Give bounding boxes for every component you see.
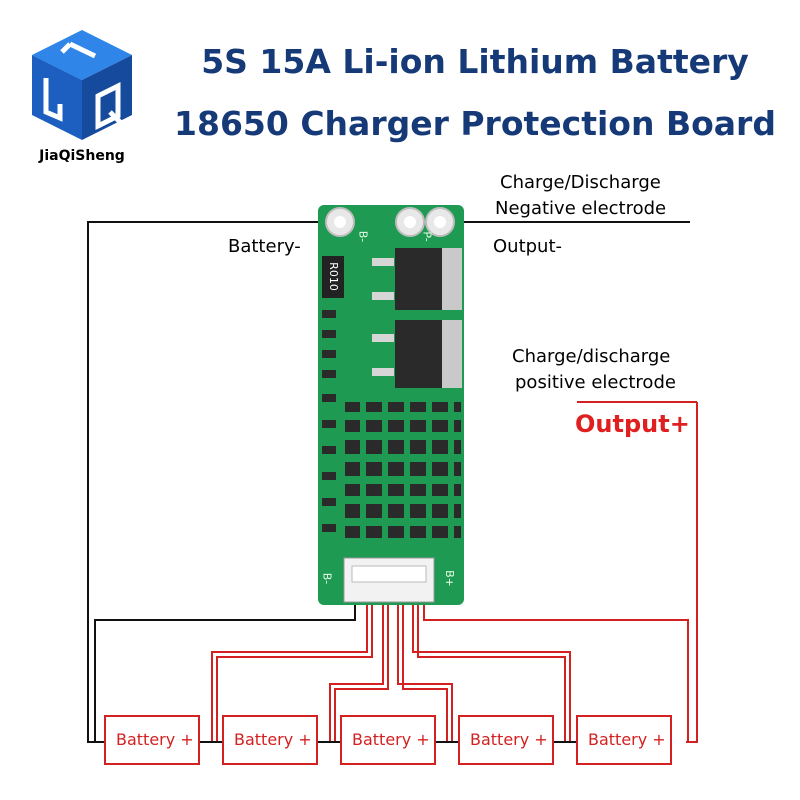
battery-cell-4: Battery +: [458, 715, 554, 765]
page-title-line-1: 5S 15A Li-ion Lithium Battery: [201, 42, 749, 81]
protection-board: [318, 205, 464, 605]
p-minus-pad-label: P-: [420, 231, 434, 242]
output-minus-label: Output-: [493, 236, 563, 257]
resistor-label: R010: [326, 262, 340, 291]
positive-heading-line-1: Charge/discharge: [512, 346, 671, 367]
battery-minus-label: Battery-: [228, 236, 301, 257]
battery-cell-label: Battery +: [470, 730, 548, 749]
output-plus-label: Output+: [575, 410, 690, 438]
output-plus-wire: [686, 402, 698, 743]
negative-heading-line-1: Charge/Discharge: [500, 172, 661, 193]
battery-cell-2: Battery +: [222, 715, 318, 765]
positive-heading-line-2: positive electrode: [515, 372, 676, 393]
b-minus-wire: [94, 592, 356, 743]
connector-b-plus-label: B+: [442, 570, 456, 587]
brand-name: JiaQiSheng: [39, 148, 125, 164]
shunt-resistor: [322, 256, 344, 298]
battery-cell-label: Battery +: [588, 730, 666, 749]
page-title-line-2: 18650 Charger Protection Board: [174, 104, 776, 143]
negative-heading-line-2: Negative electrode: [495, 198, 667, 219]
battery-cell-3: Battery +: [340, 715, 436, 765]
battery-cell-label: Battery +: [116, 730, 194, 749]
connector-b-minus-label: B-: [320, 572, 334, 585]
battery-cell-label: Battery +: [234, 730, 312, 749]
b-minus-pad-label: B-: [356, 230, 370, 243]
negative-wire: [87, 221, 330, 743]
battery-cell-label: Battery +: [352, 730, 430, 749]
battery-cell-1: Battery +: [104, 715, 200, 765]
battery-cell-5: Battery +: [576, 715, 672, 765]
